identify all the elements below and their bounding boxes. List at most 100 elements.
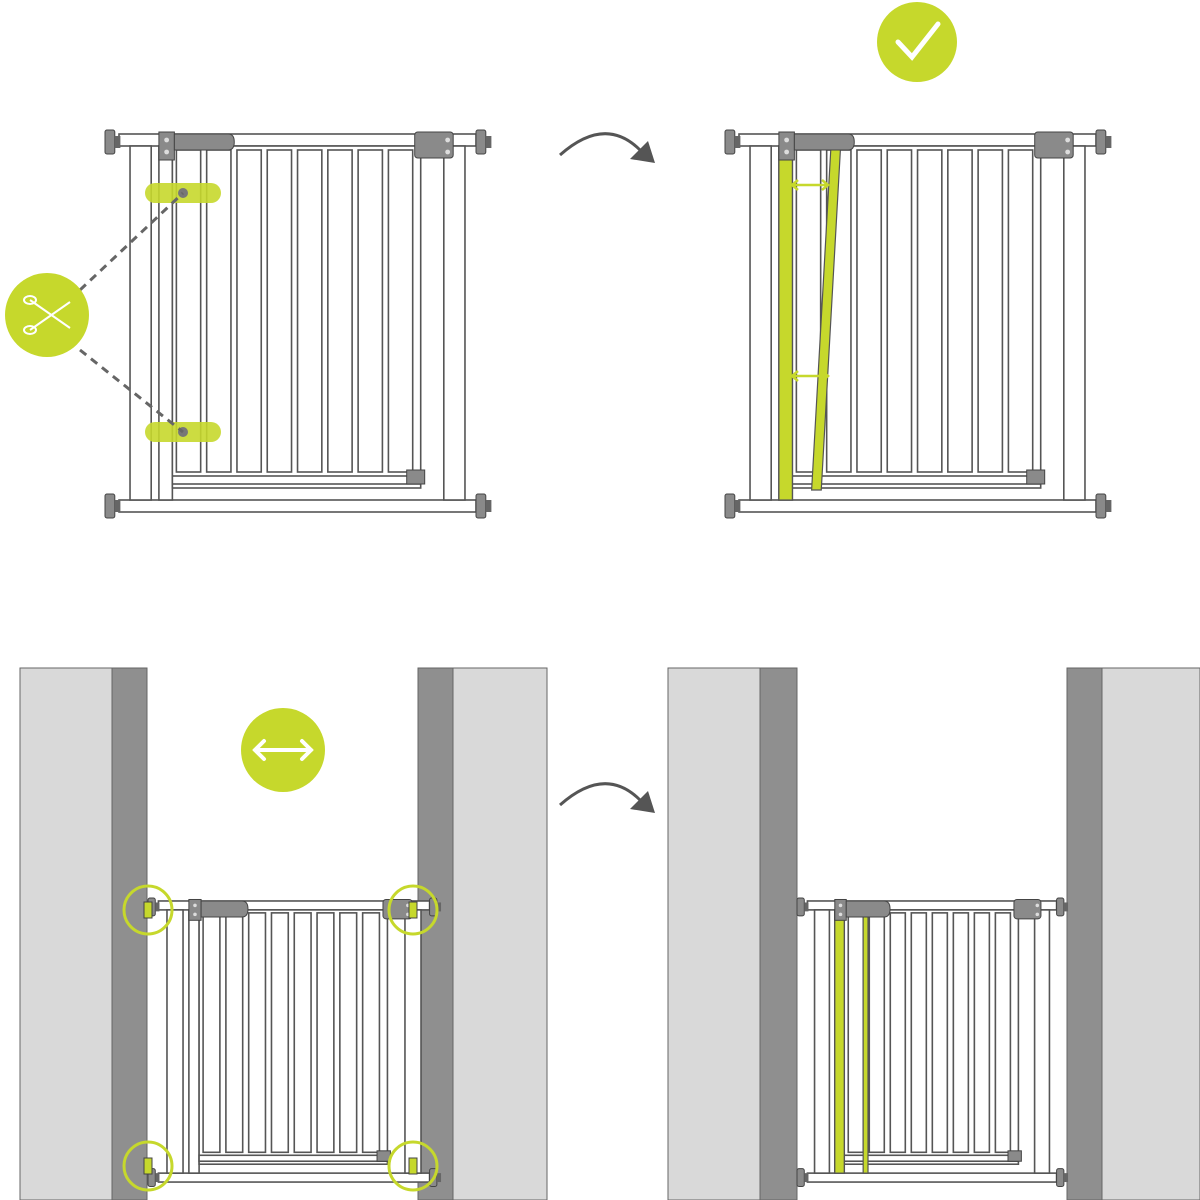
door-bottom-bar xyxy=(198,1154,389,1163)
handle xyxy=(200,900,249,918)
scissors-blades xyxy=(29,299,71,331)
door-bar xyxy=(886,149,913,473)
door-bottom-bar xyxy=(791,475,1042,485)
spindle xyxy=(734,136,741,148)
door-bar xyxy=(339,912,358,1154)
screw xyxy=(1065,149,1071,155)
door-bar xyxy=(994,912,1012,1154)
gates xyxy=(104,129,1112,1188)
wall xyxy=(452,667,548,1200)
spindle xyxy=(804,902,809,912)
spindle xyxy=(436,1173,442,1183)
scissors-handle xyxy=(23,295,37,305)
wall-cup xyxy=(1056,897,1065,917)
screw xyxy=(445,149,451,155)
extension-piece xyxy=(862,909,869,1174)
wall-cup xyxy=(1095,129,1107,155)
screw xyxy=(784,137,790,143)
highlight-circle xyxy=(122,1140,174,1192)
gate-panel-3 xyxy=(147,897,442,1188)
wall xyxy=(19,667,113,1200)
right-post xyxy=(404,909,422,1174)
screw xyxy=(838,903,843,908)
floor-catch xyxy=(406,469,426,485)
spindle xyxy=(485,136,492,148)
checkmark xyxy=(895,21,941,61)
extension-piece xyxy=(778,145,793,501)
scissors-badge xyxy=(5,273,89,357)
latch xyxy=(1013,898,1042,920)
arrow-head xyxy=(630,141,655,163)
wall xyxy=(759,667,798,1200)
icons xyxy=(5,2,957,1192)
door-bar xyxy=(387,149,414,473)
spindle xyxy=(155,902,160,912)
door-bar xyxy=(202,912,221,1154)
extension-piece xyxy=(834,909,845,1174)
left-post xyxy=(749,145,773,501)
door-bar xyxy=(247,912,267,1154)
right-post xyxy=(1033,909,1051,1174)
gate-panel-1 xyxy=(104,129,492,519)
door-bar xyxy=(910,912,928,1154)
floor-catch xyxy=(1007,1150,1022,1162)
door-bar xyxy=(977,149,1004,473)
door-bar xyxy=(952,912,970,1154)
spindle-highlight xyxy=(408,901,418,919)
door-bar xyxy=(357,149,384,473)
door-bar xyxy=(916,149,943,473)
handle xyxy=(173,133,235,151)
door-bar xyxy=(296,149,323,473)
door-bar xyxy=(327,149,353,473)
dashed-leader-lines xyxy=(78,191,185,434)
right-post xyxy=(442,145,466,501)
double-arrow xyxy=(252,739,314,761)
curved-arrow-icon xyxy=(559,132,642,157)
spindle xyxy=(485,500,492,512)
door-bar xyxy=(931,912,949,1154)
curved-arrow-icon xyxy=(559,782,642,807)
screw xyxy=(193,903,197,908)
spindle xyxy=(804,1173,809,1183)
left-post xyxy=(129,145,152,501)
door-bar xyxy=(266,149,293,473)
spindle-highlight xyxy=(143,901,153,919)
gate-panel-4 xyxy=(796,897,1069,1188)
double-arrow-icon xyxy=(241,708,325,792)
checkmark-icon xyxy=(877,2,957,82)
double-arrow-icon xyxy=(790,179,830,191)
door-bar xyxy=(205,149,232,473)
wall-cup xyxy=(796,897,805,917)
bottom-rail xyxy=(157,1172,431,1183)
wall-cup xyxy=(724,493,736,519)
wall-cup xyxy=(724,129,736,155)
wall xyxy=(667,667,761,1200)
bottom-rail xyxy=(806,1172,1058,1183)
spindle xyxy=(114,500,121,512)
left-post xyxy=(166,909,184,1174)
wall-cup xyxy=(1095,493,1107,519)
screw xyxy=(784,149,790,155)
spindle xyxy=(1063,1173,1069,1183)
double-arrow-icon xyxy=(790,370,830,382)
door-bar xyxy=(293,912,312,1154)
door-bar xyxy=(889,912,907,1154)
highlight-circle xyxy=(387,884,439,936)
door-bar xyxy=(847,912,865,1154)
arrow-head xyxy=(630,791,655,813)
spindle xyxy=(114,136,121,148)
door-bar xyxy=(175,149,202,473)
wall-cup xyxy=(475,493,487,519)
screw xyxy=(164,137,170,143)
screw xyxy=(164,149,170,155)
highlight-circle xyxy=(122,884,174,936)
left-post xyxy=(813,909,831,1174)
scissors-handle xyxy=(23,325,37,335)
wall xyxy=(1066,667,1103,1200)
latch xyxy=(1034,131,1074,159)
hinge-bracket xyxy=(834,898,847,921)
scissors-icon xyxy=(5,273,89,357)
walls xyxy=(19,667,1200,1200)
door-bottom-bar xyxy=(843,1154,1020,1163)
